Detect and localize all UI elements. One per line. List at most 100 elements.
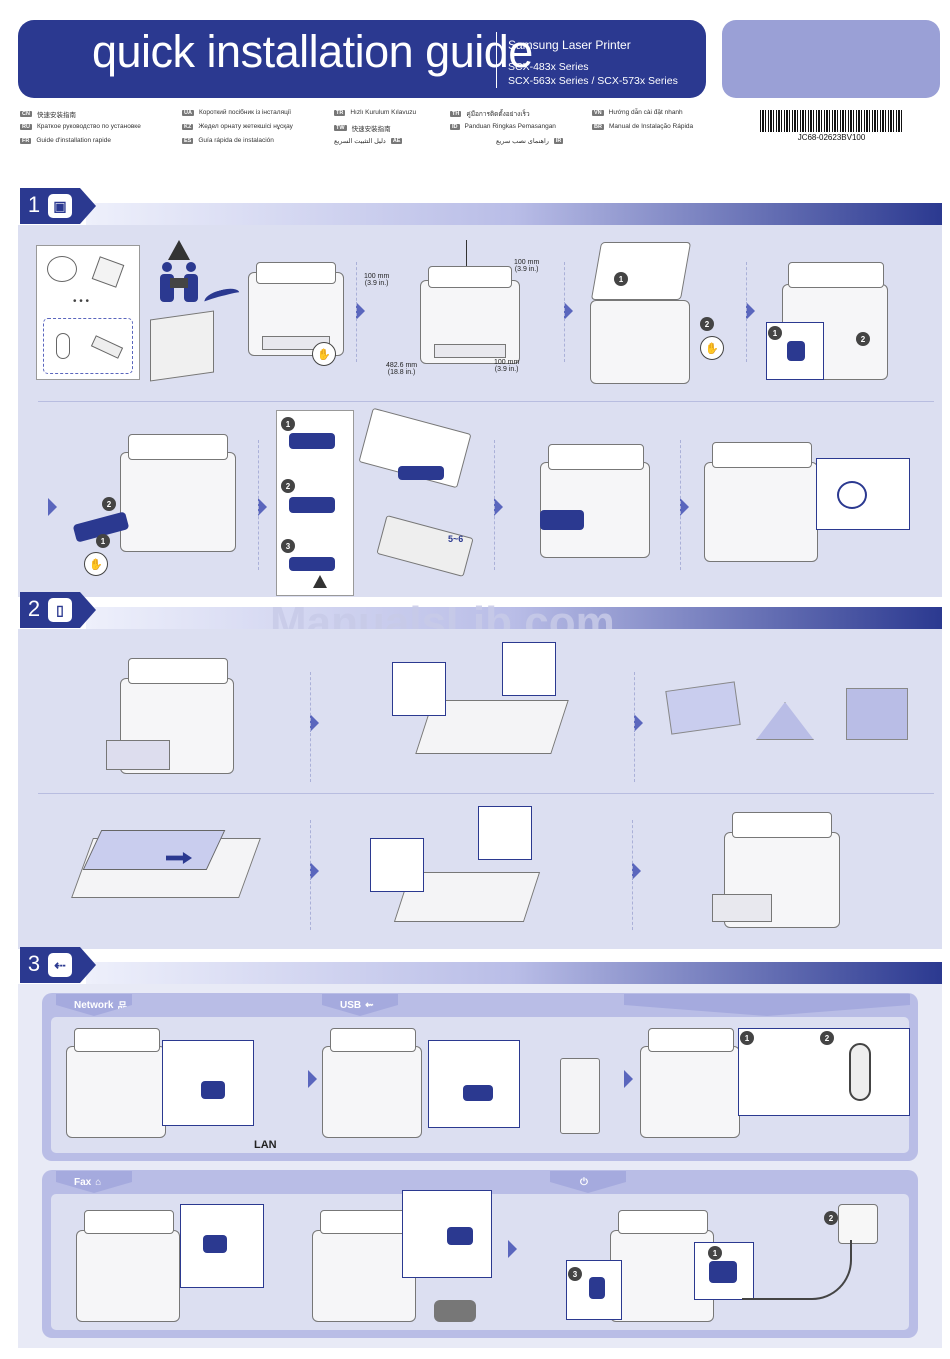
page-title: quick installation guide <box>92 26 533 77</box>
paper-align <box>846 688 908 740</box>
step-arrow-3-1 <box>310 714 319 732</box>
step-arrow-2-2 <box>494 498 503 516</box>
printer-illustration-3 <box>590 300 690 384</box>
phone-port-inset <box>738 1028 910 1116</box>
step-number-1: 1 <box>614 272 628 286</box>
fax-port-inset <box>180 1204 264 1288</box>
handset-icon <box>56 333 70 359</box>
divider-1-3 <box>746 262 747 362</box>
ext-phone-port-inset <box>402 1190 492 1278</box>
divider-2-2 <box>494 440 495 570</box>
step-arrow-2-3 <box>680 498 689 516</box>
box-icon: ▣ <box>48 194 72 218</box>
printer-rear-5 <box>312 1230 416 1322</box>
printer-scanner-4 <box>788 262 884 288</box>
more-items-dots: • • • <box>73 296 90 307</box>
step-number-2f: 2 <box>824 1211 838 1225</box>
step-number-1e: 1 <box>740 1031 754 1045</box>
toner-steps-column: 1 2 3 <box>276 410 354 596</box>
divider-3-2 <box>634 672 635 782</box>
lever-circle <box>837 481 867 509</box>
tray-pulled-out <box>106 740 170 770</box>
step-arrow-5-2 <box>624 1070 633 1088</box>
header-side-box <box>722 20 940 98</box>
divider-1-2 <box>564 262 565 362</box>
fax-icon: ⌂ <box>95 1176 102 1188</box>
warning-icon-2 <box>313 575 327 588</box>
section-2-number: 2 <box>27 596 41 621</box>
usb-port-inset <box>428 1040 520 1128</box>
series-line-2: SCX-563x Series / SCX-573x Series <box>508 75 678 87</box>
section-1-badge-arrow <box>80 188 96 224</box>
divider-4-1 <box>310 820 311 930</box>
tab-power: ⏻ <box>550 1171 626 1193</box>
printer-scanner-5 <box>128 434 228 460</box>
dim-line-top <box>466 240 467 266</box>
cd-icon <box>91 256 125 288</box>
tab-fax: Fax⌂ <box>56 1171 132 1193</box>
step-number-1d: 1 <box>281 417 295 431</box>
package-contents: • • • <box>36 245 140 380</box>
lan-label: LAN <box>254 1139 277 1151</box>
series-line-1: SCX-483x Series <box>508 61 589 73</box>
step-arrow-4-2 <box>632 862 641 880</box>
power-icon: ⏻ <box>580 1176 588 1188</box>
phone-handset-icon <box>849 1043 871 1101</box>
barcode <box>760 110 903 132</box>
section-2-bar <box>86 607 942 629</box>
printer-rear-6-top <box>618 1210 708 1234</box>
brand-name: Samsung Laser Printer <box>508 38 631 52</box>
step-arrow-6-1 <box>508 1240 517 1258</box>
step-arrow-2-1 <box>258 498 267 516</box>
step-number-2b: 2 <box>856 332 870 346</box>
cradle-icon <box>90 335 124 359</box>
section-1-bar <box>86 203 942 225</box>
printer-rear-5-top <box>320 1210 410 1234</box>
section-1-number: 1 <box>27 192 41 217</box>
printer-scanner-6 <box>548 444 644 470</box>
optional-items <box>43 318 133 374</box>
step-number-3f: 3 <box>568 1267 582 1281</box>
printer-rear-4 <box>76 1230 180 1322</box>
printer-scanner-open <box>590 242 692 300</box>
section-1-divider <box>38 401 934 402</box>
step-arrow-1-3 <box>746 302 755 320</box>
printer-scanner-1 <box>256 262 336 284</box>
guide-inset-4 <box>478 806 532 860</box>
printer-tray-2 <box>434 344 506 358</box>
step-number-2: 2 <box>700 317 714 331</box>
step-arrow-3-2 <box>634 714 643 732</box>
detail-inset-2 <box>816 458 910 530</box>
hand-icon-2: ✋ <box>84 552 108 576</box>
step-number-2c: 2 <box>102 497 116 511</box>
shake-count: 5~6 <box>448 534 464 544</box>
wall-outlet <box>838 1204 878 1244</box>
cable-icon: ⇠ <box>48 953 72 977</box>
dim-top-right: 100 mm (3.9 in.) <box>514 259 540 273</box>
guide-inset-3 <box>370 838 424 892</box>
barcode-number: JC68-02623BV100 <box>797 133 866 142</box>
network-icon: 品 <box>117 1001 128 1013</box>
section-3-bar <box>86 962 942 984</box>
step-number-1f: 1 <box>708 1246 722 1260</box>
step-number-2d: 2 <box>281 479 295 493</box>
toner-cartridge-3 <box>540 510 584 530</box>
banner-divider <box>496 32 497 88</box>
external-phone-icon <box>434 1300 476 1322</box>
tab-usb: USB⇜ <box>322 994 398 1016</box>
toner-seal-strip <box>398 466 444 480</box>
warning-icon <box>168 240 190 260</box>
printer-illustration-5 <box>120 452 236 552</box>
printer-rear-3-top <box>648 1028 734 1052</box>
printer-scanner-7 <box>712 442 812 468</box>
